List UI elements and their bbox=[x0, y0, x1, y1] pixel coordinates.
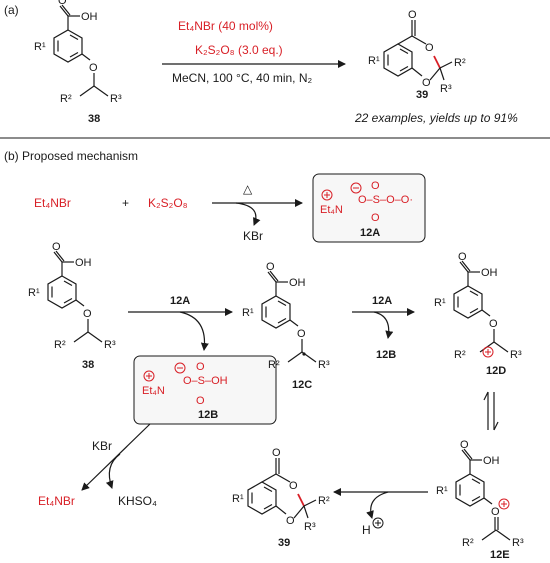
svg-text:OH: OH bbox=[81, 11, 98, 23]
svg-text:O: O bbox=[491, 506, 500, 518]
condition-oxidant: K₂S₂O₈ (3.0 eq.) bbox=[195, 43, 283, 57]
svg-text:H: H bbox=[362, 523, 371, 537]
svg-text:O: O bbox=[83, 308, 92, 320]
intermediate-12E-label: 12E bbox=[490, 549, 510, 561]
mech-compound-38-label: 38 bbox=[82, 359, 94, 371]
reactant-et4nbr: Et₄NBr bbox=[34, 196, 71, 210]
svg-text:O: O bbox=[196, 395, 205, 407]
anion-12B-box bbox=[133, 355, 277, 425]
svg-text:R¹: R¹ bbox=[436, 485, 448, 497]
svg-text:R¹: R¹ bbox=[434, 297, 446, 309]
byproduct-khso4: KHSO₄ bbox=[118, 494, 157, 508]
condition-catalyst: Et₄NBr (40 mol%) bbox=[178, 19, 273, 33]
svg-text:R³: R³ bbox=[512, 537, 524, 549]
svg-text:R²: R² bbox=[462, 537, 474, 549]
svg-text:R³: R³ bbox=[304, 521, 316, 533]
svg-text:OH: OH bbox=[483, 455, 500, 467]
anion-12B-label: 12B bbox=[198, 409, 218, 421]
svg-text:R²: R² bbox=[454, 57, 466, 69]
equilibrium-arrows bbox=[483, 391, 499, 431]
svg-text:R³: R³ bbox=[440, 83, 452, 95]
radical-12A-structure: Et₄N O–S–O–O· O O bbox=[320, 180, 413, 224]
intermediate-12D-label: 12D bbox=[486, 365, 506, 377]
mech-compound-39-structure: O O O R² R³ R¹ bbox=[232, 447, 330, 533]
svg-text:R¹: R¹ bbox=[28, 287, 40, 299]
svg-text:O: O bbox=[196, 361, 205, 373]
svg-text:R²: R² bbox=[268, 359, 280, 371]
svg-text:R²: R² bbox=[454, 349, 466, 361]
svg-text:R¹: R¹ bbox=[34, 41, 46, 53]
svg-text:O: O bbox=[371, 212, 380, 224]
svg-text:R³: R³ bbox=[318, 359, 330, 371]
svg-text:O: O bbox=[266, 261, 275, 273]
mech-compound-38-structure: O OH O R² R³ R¹ bbox=[28, 241, 116, 351]
plus-sign: + bbox=[122, 196, 129, 210]
part-b-label: (b) Proposed mechanism bbox=[4, 149, 138, 163]
svg-text:OH: OH bbox=[289, 277, 306, 289]
mech-compound-39-label: 39 bbox=[278, 537, 290, 549]
svg-text:O: O bbox=[489, 318, 498, 330]
intermediate-12C-structure: O OH O R² R³ R¹ bbox=[242, 261, 330, 371]
khso4-release-arrow bbox=[105, 453, 121, 489]
set-arrow-label: 12A bbox=[372, 295, 392, 307]
regenerated-et4nbr: Et₄NBr bbox=[38, 494, 75, 508]
svg-text:R¹: R¹ bbox=[368, 55, 380, 67]
heat-symbol: △ bbox=[243, 182, 253, 196]
svg-text:O: O bbox=[272, 447, 281, 459]
svg-text:O: O bbox=[425, 42, 434, 54]
svg-text:R³: R³ bbox=[510, 349, 522, 361]
svg-text:O: O bbox=[289, 480, 298, 492]
svg-text:R²: R² bbox=[60, 93, 72, 105]
svg-text:OH: OH bbox=[75, 257, 92, 269]
svg-text:R²: R² bbox=[318, 495, 330, 507]
svg-text:O: O bbox=[458, 251, 467, 263]
svg-text:O–S–O–O·: O–S–O–O· bbox=[358, 194, 413, 206]
svg-text:O: O bbox=[58, 0, 67, 7]
svg-text:O: O bbox=[286, 515, 295, 527]
svg-text:O: O bbox=[422, 77, 431, 89]
svg-text:R³: R³ bbox=[104, 339, 116, 351]
compound-38-label: 38 bbox=[88, 113, 100, 125]
svg-text:O: O bbox=[89, 62, 98, 74]
kbr-release-arrow bbox=[235, 202, 261, 226]
part-a-label: (a) bbox=[4, 3, 19, 17]
svg-text:O: O bbox=[52, 241, 61, 253]
radical-12A-box bbox=[312, 173, 426, 243]
compound-38-structure: O OH O R² R³ R¹ bbox=[34, 0, 122, 105]
scope-note: 22 examples, yields up to 91% bbox=[354, 111, 518, 125]
svg-text:Et₄N: Et₄N bbox=[320, 204, 343, 216]
proton: H bbox=[362, 517, 384, 537]
svg-text:R¹: R¹ bbox=[232, 493, 244, 505]
svg-text:O: O bbox=[408, 9, 417, 21]
proton-release-arrow bbox=[366, 491, 389, 519]
svg-text:R²: R² bbox=[54, 339, 66, 351]
reactant-k2s2o8: K₂S₂O₈ bbox=[148, 196, 188, 210]
svg-text:O: O bbox=[460, 439, 469, 451]
svg-text:R³: R³ bbox=[110, 93, 122, 105]
radical-12A-label: 12A bbox=[360, 227, 380, 239]
hat-arrow-1-label: 12A bbox=[170, 295, 190, 307]
svg-text:OH: OH bbox=[481, 267, 498, 279]
intermediate-12D-structure: O OH O R² R³ R¹ bbox=[434, 251, 522, 361]
compound-39-label: 39 bbox=[416, 89, 428, 101]
intermediate-12C-label: 12C bbox=[292, 379, 312, 391]
svg-text:O: O bbox=[371, 180, 380, 192]
svg-text:O: O bbox=[297, 328, 306, 340]
condition-general: MeCN, 100 °C, 40 min, N₂ bbox=[172, 71, 313, 85]
svg-text:R¹: R¹ bbox=[242, 307, 254, 319]
anion-12B-structure: Et₄N O–S–OH O O bbox=[142, 361, 228, 407]
compound-39-structure: O O O R² R³ R¹ bbox=[368, 9, 466, 95]
hat-arrow-1-release bbox=[179, 311, 209, 351]
set-arrow-out-12B: 12B bbox=[376, 349, 396, 361]
svg-text:O–S–OH: O–S–OH bbox=[183, 375, 228, 387]
byproduct-kbr: KBr bbox=[243, 229, 263, 243]
intermediate-12E-structure: O OH O R² R³ R¹ bbox=[436, 439, 524, 549]
regeneration-kbr: KBr bbox=[92, 439, 112, 453]
set-arrow-release bbox=[373, 311, 394, 339]
svg-text:Et₄N: Et₄N bbox=[142, 385, 165, 397]
